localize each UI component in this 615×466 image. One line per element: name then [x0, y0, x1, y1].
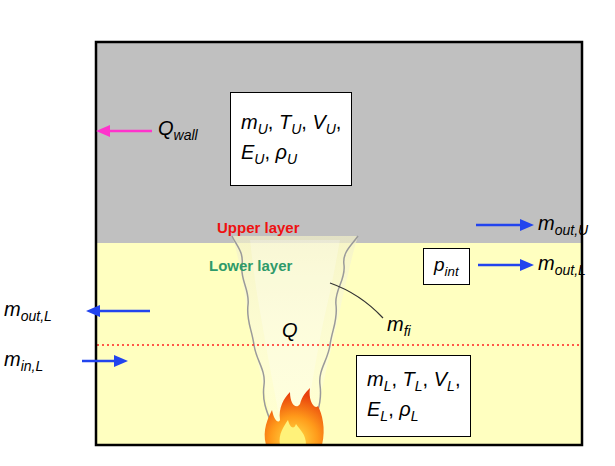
layer-band: Lower layer pint mL, TL, VL, EL, ρL [96, 243, 582, 445]
state-variables-box: mU, TU, VU, EU, ρU [230, 92, 352, 186]
layer-band: Upper layer mU, TU, VU, EU, ρU [96, 42, 582, 243]
flow-arrow [476, 224, 522, 227]
variable-list: mU, TU, VU, EU, ρU [241, 109, 341, 169]
layer-label: Upper layer [217, 219, 300, 236]
variable-list: mL, TL, VL, EL, ρL [367, 366, 460, 426]
heat-arrow [108, 130, 152, 133]
leader-line [330, 283, 383, 318]
room-outline [96, 42, 582, 445]
arrow-head [96, 125, 110, 137]
flow-label: mout,L [4, 297, 52, 325]
heat-release-label: Q [282, 318, 298, 342]
state-variables-box: mL, TL, VL, EL, ρL [356, 355, 471, 437]
flow-arrow [98, 310, 150, 313]
dotted-line [97, 344, 581, 346]
heat-loss-label: Qwall [158, 116, 198, 144]
fire [265, 388, 324, 445]
pressure-box: pint [423, 248, 470, 285]
plume-edge [314, 236, 358, 425]
flow-label: mout,U [538, 211, 588, 239]
arrow-head [520, 219, 534, 231]
arrow-head [114, 355, 128, 367]
flow-arrow [478, 264, 522, 267]
plume-flow-label: mfi [387, 312, 411, 340]
variable-name: pint [434, 252, 459, 281]
arrow-head [86, 305, 100, 317]
flow-label: min,L [4, 347, 43, 375]
arrow-head [520, 259, 534, 271]
upper-layer-fill [96, 42, 582, 243]
fire-core [280, 420, 306, 445]
flow-label: mout,L [538, 251, 586, 279]
layer-label: Lower layer [209, 257, 292, 274]
flow-arrow [82, 360, 116, 363]
